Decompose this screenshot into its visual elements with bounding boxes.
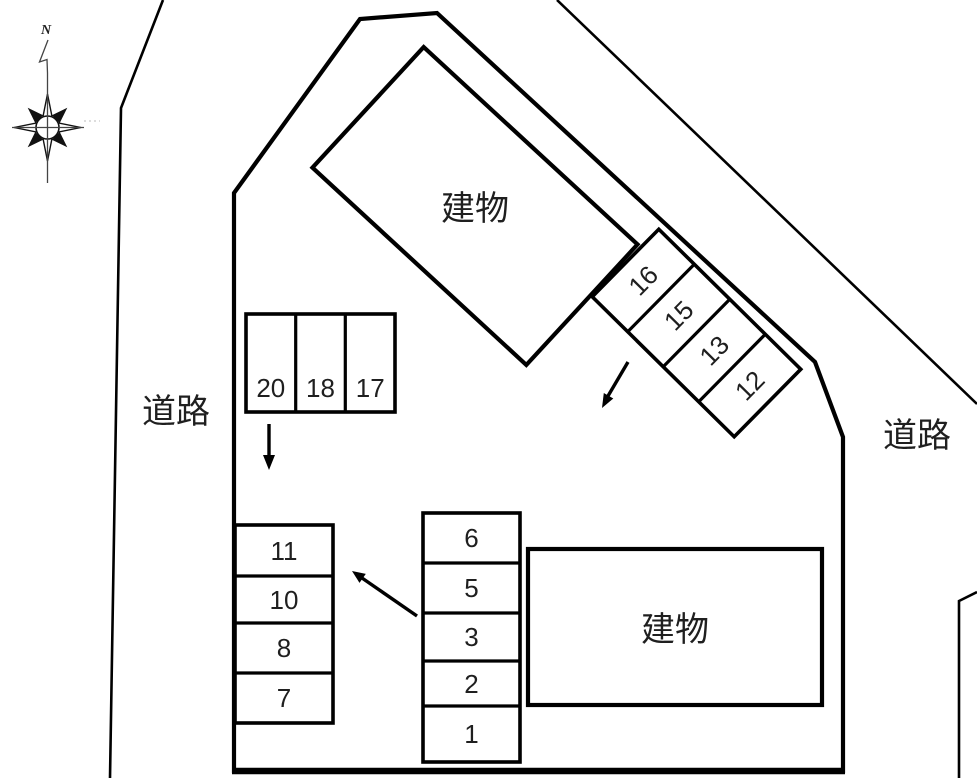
road-right-label: 道路 [883, 417, 951, 455]
building-bottom: 建物 [525, 546, 825, 708]
compass-rose-icon: N [12, 23, 100, 183]
stall-3-label: 3 [464, 622, 478, 652]
stall-row-top: 20 18 17 [244, 312, 397, 414]
arrow-head [263, 455, 275, 470]
road-edges [108, 0, 977, 778]
stall-column-middle-outline [421, 511, 522, 764]
stall-row-top-outline [244, 312, 397, 414]
stall-row-diagonal: 16 15 13 12 [589, 226, 804, 440]
arrow-up-left-middle [352, 571, 418, 618]
stall-11-label: 11 [271, 536, 298, 566]
road-edge-bottom-right [957, 590, 977, 778]
stall-divider [626, 263, 696, 333]
stall-18-label: 18 [306, 373, 335, 403]
compass-point-nw [27, 107, 44, 124]
stall-17-label: 17 [356, 373, 385, 403]
stall-column-middle: 6 5 3 2 1 [421, 511, 522, 764]
stall-10-label: 10 [270, 585, 299, 615]
stall-7-label: 7 [277, 683, 291, 713]
arrow-down-below-stall-20 [263, 424, 275, 470]
building-bottom-label: 建物 [641, 611, 709, 649]
stall-column-left: 11 10 8 7 [233, 523, 335, 725]
stall-2-label: 2 [464, 669, 478, 699]
compass-north-label: N [40, 23, 52, 38]
compass-point-sw [27, 131, 44, 148]
arrow-shaft [361, 576, 418, 618]
stall-divider [662, 298, 731, 368]
stall-6-label: 6 [464, 523, 478, 553]
stall-5-label: 5 [464, 573, 478, 603]
compass-point-ne [51, 107, 68, 124]
compass-point-se [51, 131, 68, 148]
building-top-outline [309, 44, 641, 368]
building-bottom-outline [525, 546, 825, 708]
arrow-shaft [606, 361, 630, 397]
building-top [309, 44, 641, 368]
arrow-down-left-diagonal [602, 361, 630, 408]
arrow-head [352, 571, 366, 583]
road-edge-left [108, 0, 165, 778]
road-edge-top-right [556, 0, 977, 405]
arrow-head [602, 393, 614, 408]
building-top-label: 建物 [441, 190, 509, 228]
site-boundary [231, 10, 846, 775]
road-left-label: 道路 [142, 393, 210, 431]
stall-1-label: 1 [464, 719, 478, 749]
stall-divider [697, 333, 767, 403]
stall-20-label: 20 [256, 373, 285, 403]
compass-north-flag [38, 39, 49, 74]
stall-8-label: 8 [277, 633, 291, 663]
